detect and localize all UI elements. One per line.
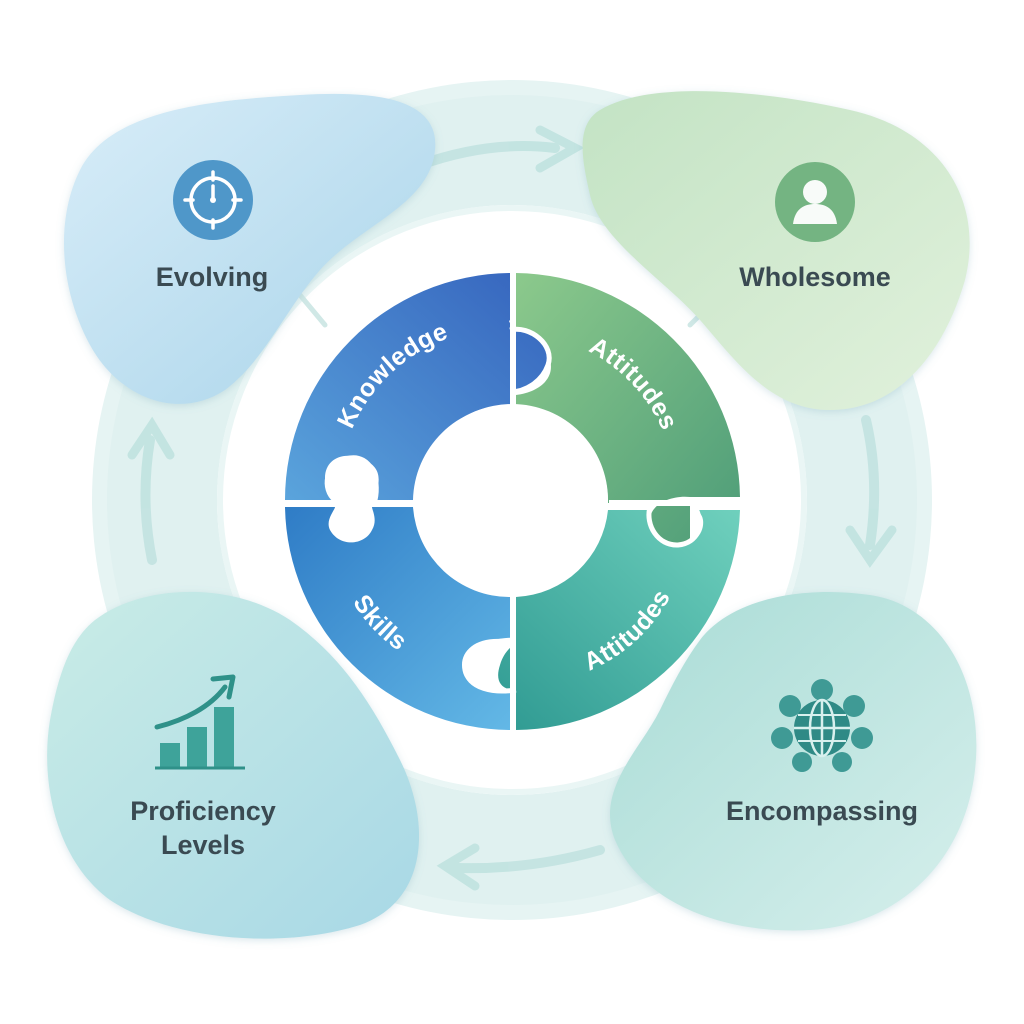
compass-icon xyxy=(173,160,253,240)
arrow-bottom xyxy=(453,845,605,874)
bar-chart-growth-icon xyxy=(154,674,245,770)
puzzle-piece-attitudes-bottom xyxy=(498,510,740,730)
puzzle-piece-knowledge xyxy=(285,273,550,500)
label-encompassing: Encompassing xyxy=(726,796,918,826)
globe-people-icon xyxy=(771,679,873,772)
blob-encompassing: Encompassing xyxy=(609,592,977,931)
puzzle-piece-attitudes-top xyxy=(516,273,740,547)
arrow-left xyxy=(140,435,157,565)
label-levels: Levels xyxy=(161,830,245,860)
label-evolving: Evolving xyxy=(156,262,269,292)
puzzle-center-hole xyxy=(416,404,608,596)
blob-wholesome: Wholesome xyxy=(582,91,970,410)
puzzle-piece-skills xyxy=(285,507,510,730)
label-proficiency: Proficiency xyxy=(130,796,276,826)
blob-proficiency-levels: Proficiency Levels xyxy=(47,591,420,939)
puzzle-ring: Knowledge Attitudes Skills Attitudes xyxy=(283,270,742,732)
label-wholesome: Wholesome xyxy=(739,262,891,292)
person-icon xyxy=(775,162,855,242)
blob-evolving: Evolving xyxy=(63,93,436,404)
arrow-right xyxy=(861,415,880,550)
cycle-arrows xyxy=(127,125,897,891)
arrow-top xyxy=(415,141,560,170)
